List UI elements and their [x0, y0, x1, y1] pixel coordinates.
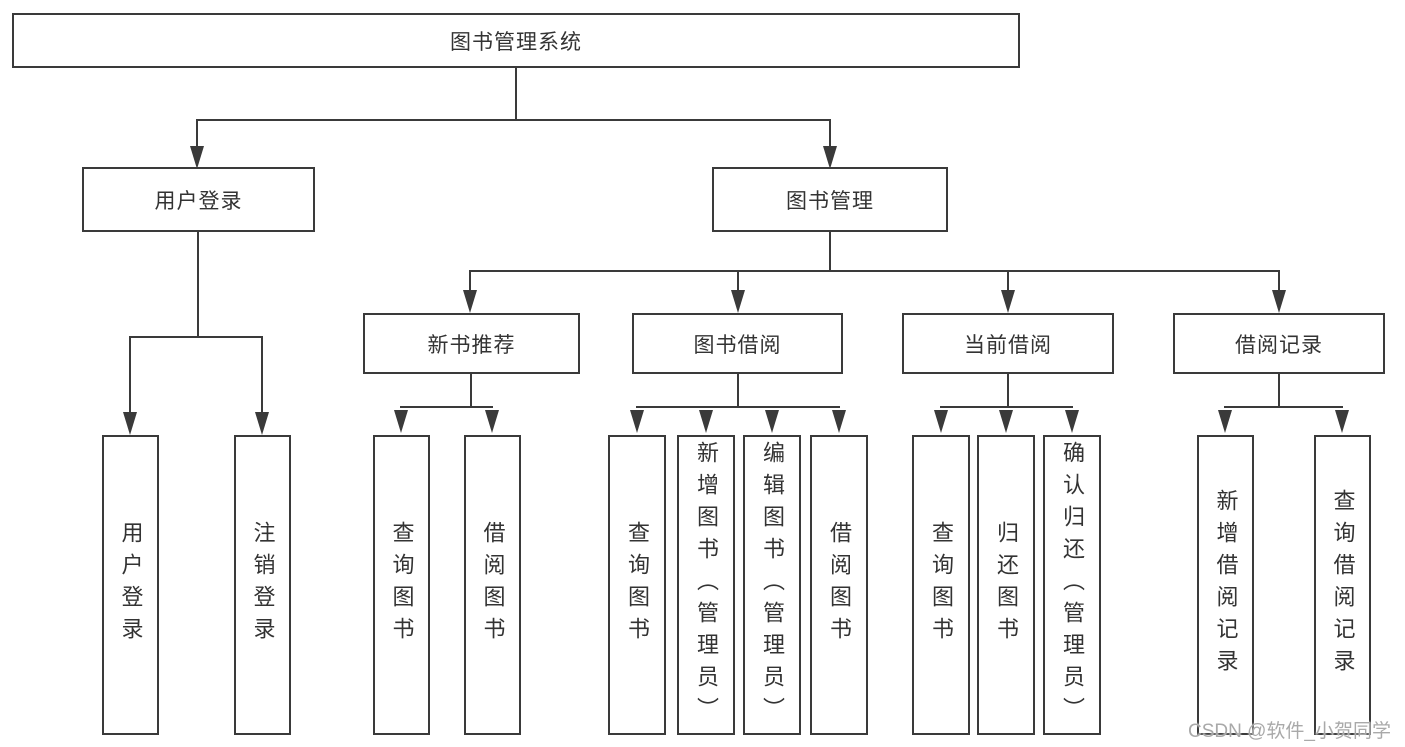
csdn-watermark: CSDN @软件_小贺同学: [1188, 721, 1391, 742]
node-book-borrowing: 图书借阅: [632, 313, 843, 374]
connector-line: [737, 270, 739, 292]
arrow-down-icon: [832, 410, 846, 433]
connector-line: [515, 68, 517, 121]
arrow-down-icon: [463, 290, 477, 313]
node-current-borrowing: 当前借阅: [902, 313, 1114, 374]
connector-line: [829, 232, 831, 272]
node-new-book-recommendation: 新书推荐: [363, 313, 580, 374]
connector-line: [196, 119, 198, 149]
connector-line: [196, 119, 831, 121]
connector-line: [400, 406, 493, 408]
connector-line: [261, 336, 263, 414]
arrow-down-icon: [934, 410, 948, 433]
arrow-down-icon: [731, 290, 745, 313]
node-label: 查询图书: [625, 521, 650, 649]
arrow-down-icon: [823, 146, 837, 169]
arrow-down-icon: [1272, 290, 1286, 313]
node-label: 借阅记录: [1235, 333, 1323, 357]
connector-line: [1224, 406, 1343, 408]
leaf-add-books-admin: 新增图书（管理员）: [677, 435, 735, 735]
node-label: 图书借阅: [693, 333, 782, 357]
connector-line: [129, 336, 263, 338]
connector-line: [129, 336, 131, 414]
leaf-confirm-return-admin: 确认归还（管理员）: [1043, 435, 1101, 735]
node-label: 新书推荐: [427, 333, 516, 357]
connector-line: [197, 232, 199, 337]
arrow-down-icon: [1065, 410, 1079, 433]
node-label: 借阅图书: [480, 521, 506, 649]
leaf-query-borrow-record: 查询借阅记录: [1314, 435, 1371, 735]
connector-line: [469, 270, 1280, 272]
leaf-query-books-recommend: 查询图书: [373, 435, 430, 735]
node-label: 新增图书（管理员）: [694, 441, 719, 729]
node-label: 查询图书: [929, 521, 954, 649]
arrow-down-icon: [1001, 290, 1015, 313]
node-label: 图书管理: [786, 189, 874, 213]
connector-line: [1278, 374, 1280, 408]
leaf-borrow-books: 借阅图书: [810, 435, 868, 735]
leaf-logout: 注销登录: [234, 435, 291, 735]
node-label: 确认归还（管理员）: [1060, 441, 1085, 729]
arrow-down-icon: [123, 412, 137, 435]
leaf-add-borrow-record: 新增借阅记录: [1197, 435, 1254, 735]
node-user-login: 用户登录: [82, 167, 315, 232]
connector-line: [1007, 374, 1009, 408]
arrow-down-icon: [699, 410, 713, 433]
node-label: 当前借阅: [964, 333, 1052, 357]
arrow-down-icon: [765, 410, 779, 433]
connector-line: [470, 374, 472, 408]
arrow-down-icon: [190, 146, 204, 169]
leaf-user-login: 用户登录: [102, 435, 159, 735]
connector-line: [469, 270, 471, 292]
connector-line: [940, 406, 1073, 408]
node-label: 图书管理系统: [450, 30, 582, 54]
node-label: 用户登录: [154, 189, 243, 213]
leaf-query-books-current: 查询图书: [912, 435, 970, 735]
node-borrowing-records: 借阅记录: [1173, 313, 1385, 374]
connector-line: [829, 119, 831, 149]
leaf-return-books: 归还图书: [977, 435, 1035, 735]
arrow-down-icon: [394, 410, 408, 433]
connector-line: [1278, 270, 1280, 292]
connector-line: [1007, 270, 1009, 292]
node-label: 注销登录: [250, 521, 276, 649]
arrow-down-icon: [1218, 410, 1232, 433]
node-label: 编辑图书（管理员）: [760, 441, 785, 729]
connector-line: [737, 374, 739, 408]
node-label: 新增借阅记录: [1213, 489, 1239, 681]
connector-line: [636, 406, 840, 408]
arrow-down-icon: [999, 410, 1013, 433]
arrow-down-icon: [485, 410, 499, 433]
arrow-down-icon: [255, 412, 269, 435]
node-label: 用户登录: [118, 521, 144, 649]
leaf-edit-books-admin: 编辑图书（管理员）: [743, 435, 801, 735]
arrow-down-icon: [630, 410, 644, 433]
node-label: 查询借阅记录: [1330, 489, 1356, 681]
node-label: 查询图书: [389, 521, 415, 649]
node-label: 借阅图书: [827, 521, 852, 649]
leaf-borrow-books-recommend: 借阅图书: [464, 435, 521, 735]
node-library-management-system: 图书管理系统: [12, 13, 1020, 68]
node-book-management: 图书管理: [712, 167, 948, 232]
arrow-down-icon: [1335, 410, 1349, 433]
leaf-query-books-borrowing: 查询图书: [608, 435, 666, 735]
node-label: 归还图书: [994, 521, 1019, 649]
